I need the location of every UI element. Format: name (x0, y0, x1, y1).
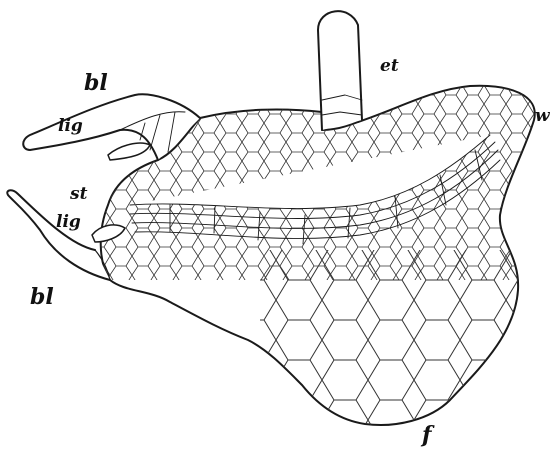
label-lig-upper: lig (58, 118, 83, 135)
label-bl-lower: bl (30, 286, 54, 308)
label-lig-lower: lig (56, 214, 81, 231)
label-w: w (535, 108, 550, 125)
label-f: f (422, 424, 431, 446)
label-bl-upper: bl (84, 72, 108, 94)
label-et: et (380, 58, 399, 75)
label-st: st (70, 186, 87, 203)
upper-ligule (108, 143, 150, 160)
upright-appendage (318, 11, 362, 130)
